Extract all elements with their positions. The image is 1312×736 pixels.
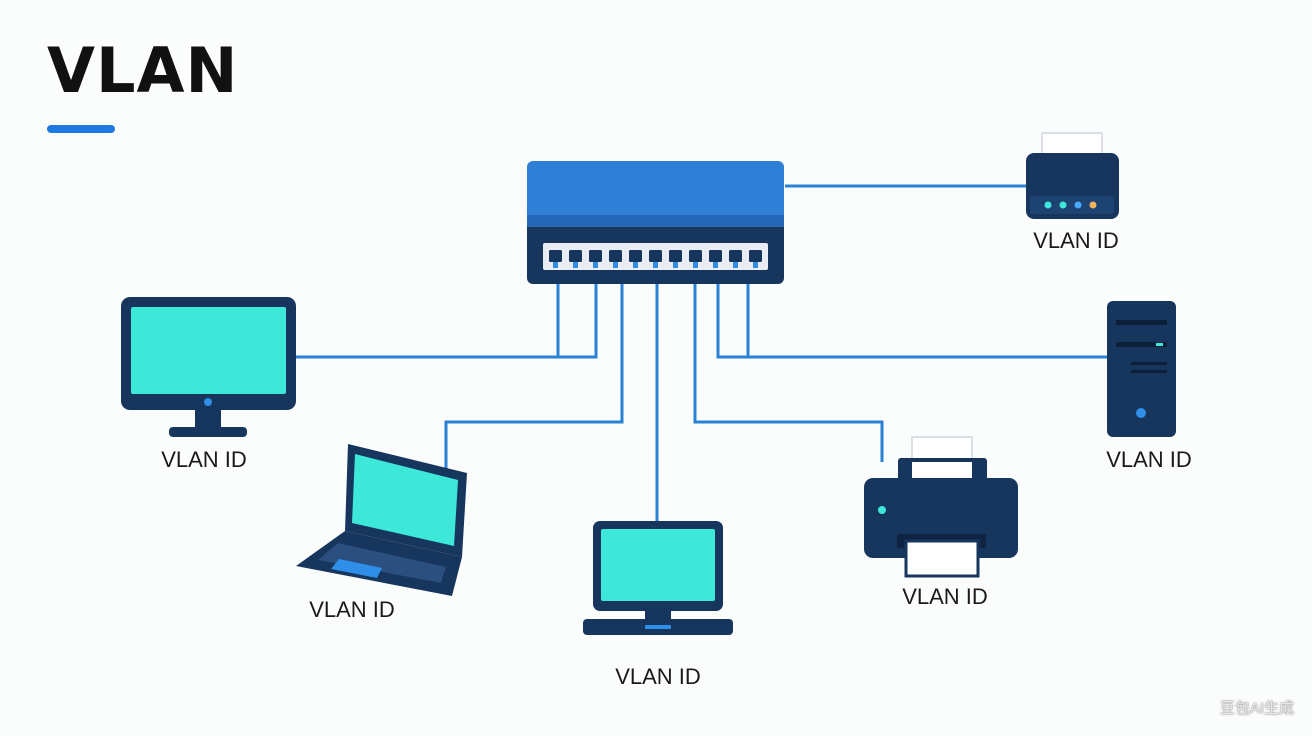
- printer-icon: [864, 436, 1018, 578]
- port-connector: [693, 262, 698, 268]
- port-connector: [613, 262, 618, 268]
- switch-port: [629, 250, 642, 262]
- port-connector: [593, 262, 598, 268]
- cable-monitor: [292, 272, 560, 359]
- small-monitor-vlan-label: VLAN ID: [615, 664, 701, 689]
- port-connector: [673, 262, 678, 268]
- port-connector: [713, 262, 718, 268]
- title-underline: [47, 125, 115, 133]
- cables: [292, 184, 1108, 522]
- printer-vlan-label: VLAN ID: [902, 584, 988, 609]
- switch-port: [649, 250, 662, 262]
- switch-port: [549, 250, 562, 262]
- switch-port: [689, 250, 702, 262]
- switch-port: [749, 250, 762, 262]
- router-icon: [1026, 132, 1119, 219]
- port-connector: [653, 262, 658, 268]
- tower-server-icon: [1107, 301, 1176, 437]
- switch-port: [669, 250, 682, 262]
- small-monitor-icon: [583, 521, 733, 635]
- switch-ports: [549, 250, 762, 268]
- cable-monitor-b: [558, 272, 598, 359]
- watermark: 豆包AI生成: [1219, 700, 1294, 717]
- diagram-title: VLAN: [47, 34, 239, 107]
- cable-server: [716, 272, 1108, 359]
- network-switch-icon: [527, 161, 784, 284]
- port-connector: [633, 262, 638, 268]
- router-vlan-label: VLAN ID: [1033, 228, 1119, 253]
- port-connector: [553, 262, 558, 268]
- monitor-icon: [121, 297, 296, 437]
- switch-port: [709, 250, 722, 262]
- port-connector: [573, 262, 578, 268]
- port-connector: [733, 262, 738, 268]
- switch-port: [589, 250, 602, 262]
- cable-printer: [693, 272, 884, 462]
- switch-port: [569, 250, 582, 262]
- monitor-vlan-label: VLAN ID: [161, 447, 247, 472]
- laptop-icon: [296, 444, 467, 596]
- port-connector: [753, 262, 758, 268]
- laptop-vlan-label: VLAN ID: [309, 597, 395, 622]
- switch-port: [609, 250, 622, 262]
- server-vlan-label: VLAN ID: [1106, 447, 1192, 472]
- switch-port: [729, 250, 742, 262]
- cable-laptop: [444, 272, 624, 470]
